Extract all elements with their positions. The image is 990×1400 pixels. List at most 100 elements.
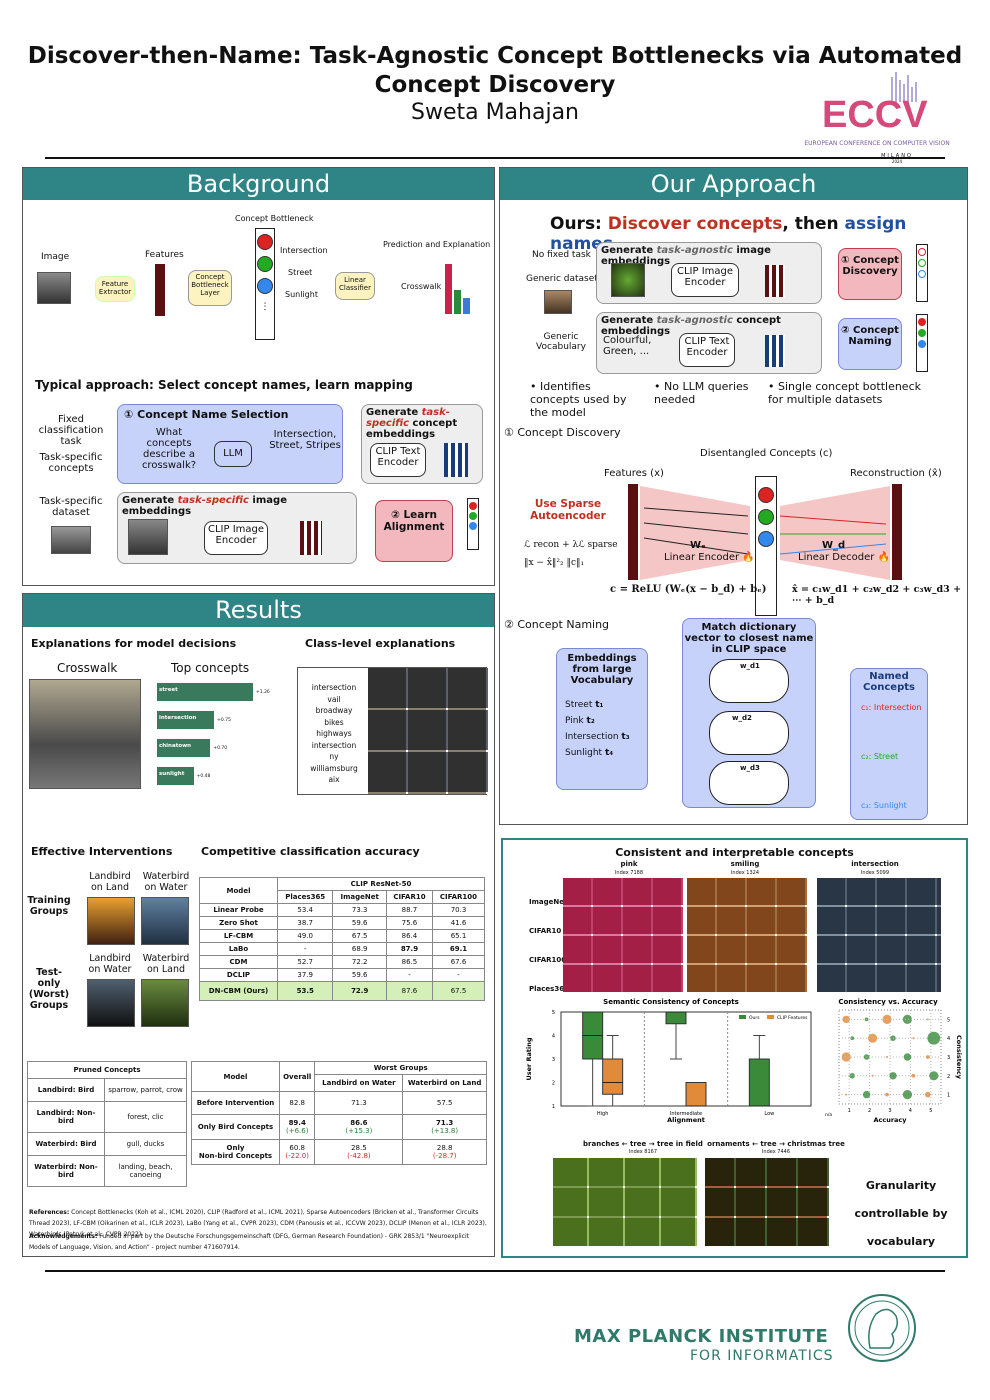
agnostic-clip-image: CLIP Image Encoder <box>671 263 739 297</box>
sae-bottleneck <box>755 476 777 616</box>
x-tick: 3 <box>888 1108 891 1114</box>
background-panel: Background Image Feature Extractor Featu… <box>22 167 495 586</box>
pred-bar-3 <box>463 298 470 314</box>
y-tick: 5 <box>552 1010 555 1016</box>
references: References: Concept Bottlenecks (Koh et … <box>29 1209 487 1238</box>
bar-chinatown: chinatown <box>157 739 211 757</box>
scatter-point <box>912 1037 915 1040</box>
scatter-point <box>902 1090 912 1100</box>
prediction-label: Prediction and Explanation <box>383 240 491 249</box>
author: Sweta Mahajan <box>410 100 580 125</box>
pred-bar-1 <box>445 264 452 314</box>
lb-water-photo <box>87 979 135 1027</box>
class-word: intersection <box>311 683 357 692</box>
boxplot-title: Semantic Consistency of Concepts <box>603 998 739 1006</box>
frog-photo <box>611 263 645 297</box>
red-concept-icon <box>257 234 273 250</box>
agnostic-image-box: Generate task-agnostic image embeddings … <box>596 242 822 304</box>
top-concepts-caption: Top concepts <box>171 661 250 675</box>
x-tick: High <box>597 1111 609 1117</box>
cluster-1: w_d1 <box>709 659 789 703</box>
gen-image-box: Generate task-specific image embeddings … <box>117 492 357 564</box>
bar-street: street <box>157 683 253 701</box>
bullet-1: • Identifies concepts used by the model <box>530 380 627 419</box>
minerva-logo-icon <box>848 1294 916 1362</box>
x-tick: Low <box>764 1111 774 1117</box>
no-task-label: No fixed task <box>532 250 591 260</box>
approach-content: Ours: Discover concepts, then assign nam… <box>500 200 967 822</box>
loss-label: ℒ recon + λℒ sparse <box>524 540 618 550</box>
background-header: Background <box>23 168 494 200</box>
scatter-title: Consistency vs. Accuracy <box>838 998 938 1006</box>
wd-label: W_d <box>822 540 846 551</box>
crosswalk-caption: Crosswalk <box>57 661 118 675</box>
generic-dataset-label: Generic dataset <box>526 274 598 284</box>
image-thumb <box>128 519 168 555</box>
y-tick: 2 <box>552 1081 555 1087</box>
lb-land-label: Landbird on Land <box>89 871 131 893</box>
results-panel: Results Explanations for model decisions… <box>22 593 495 1257</box>
consistency-accuracy-chart: Consistency vs. Accuracy1122334455n/aAcc… <box>825 998 963 1124</box>
scatter-point <box>925 1055 930 1059</box>
cbl-box: Concept Bottleneck Layer <box>188 270 232 306</box>
class-word: highways <box>316 729 352 738</box>
clip-image-encoder: CLIP Image Encoder <box>204 521 268 555</box>
cluster-2: w_d2 <box>709 711 789 755</box>
smiling-grid <box>687 878 807 992</box>
cn-title: ② Concept Naming <box>504 618 610 631</box>
box-clip-features <box>602 1058 624 1095</box>
interventions-title: Effective Interventions <box>31 845 173 858</box>
learn-alignment-box: ② Learn Alignment <box>375 500 453 562</box>
bullet-2: • No LLM queries needed <box>654 380 749 406</box>
mpi-sub: FOR INFORMATICS <box>690 1348 834 1364</box>
disentangled-label: Disentangled Concepts (c) <box>700 448 833 459</box>
na-label: n/a <box>825 1112 832 1118</box>
scatter-point <box>925 1091 931 1098</box>
class-word: intersection <box>311 740 357 750</box>
class-word: aix <box>328 775 340 784</box>
text-embeddings <box>444 443 468 477</box>
concept-name-selection-box: ① Concept Name Selection What concepts d… <box>117 404 343 484</box>
crosswalk-big-photo <box>29 679 141 789</box>
eccv-skyline-icon: ECCV <box>822 72 928 136</box>
llm-box: LLM <box>214 441 252 467</box>
wb-water-photo <box>141 897 189 945</box>
box-ours <box>748 1058 770 1107</box>
scatter-point <box>926 1018 929 1021</box>
y-tick: 1 <box>947 1093 950 1099</box>
dataset-photo <box>51 526 91 554</box>
sunlight-label: Sunlight <box>285 290 318 299</box>
pred-bar-2 <box>454 290 461 314</box>
test-groups: Test-only (Worst) Groups <box>28 967 70 1011</box>
bar-value: +0.48 <box>196 773 211 779</box>
results-content: Explanations for model decisions Crosswa… <box>23 627 494 1257</box>
scatter-point <box>850 1036 855 1041</box>
intersection-label: Intersection <box>280 246 328 255</box>
cd-title: ① Concept Discovery <box>504 426 621 439</box>
we-label: Wₑ <box>690 540 706 551</box>
gen-text-box: Generate task-specific concept embedding… <box>361 404 483 484</box>
green-concept-icon <box>257 256 273 272</box>
legend-ours-label: Ours <box>749 1015 760 1021</box>
x-tick: 4 <box>909 1108 912 1114</box>
eq-decoder: x̂ = c₁w_d1 + c₂w_d2 + c₃w_d3 + ⋯ + b_d <box>792 584 962 606</box>
crosswalk-label: Crosswalk <box>401 282 442 291</box>
x-label: Alignment <box>667 1116 705 1124</box>
agnostic-img-emb <box>765 265 785 297</box>
lin-dec-label: Linear Decoder 🔥 <box>798 552 890 563</box>
scatter-point <box>871 1074 874 1077</box>
agnostic-txt-emb <box>765 335 785 367</box>
granularity-2: ornaments ← tree → christmas tree <box>707 1140 845 1148</box>
features-x-label: Features (x) <box>604 468 664 479</box>
scatter-point <box>927 1031 941 1045</box>
scatter-point <box>845 1093 848 1096</box>
col-smiling: smiling <box>730 860 760 868</box>
linear-classifier-box: Linear Classifier <box>335 272 375 300</box>
eccv-city: MILANO <box>881 153 913 159</box>
